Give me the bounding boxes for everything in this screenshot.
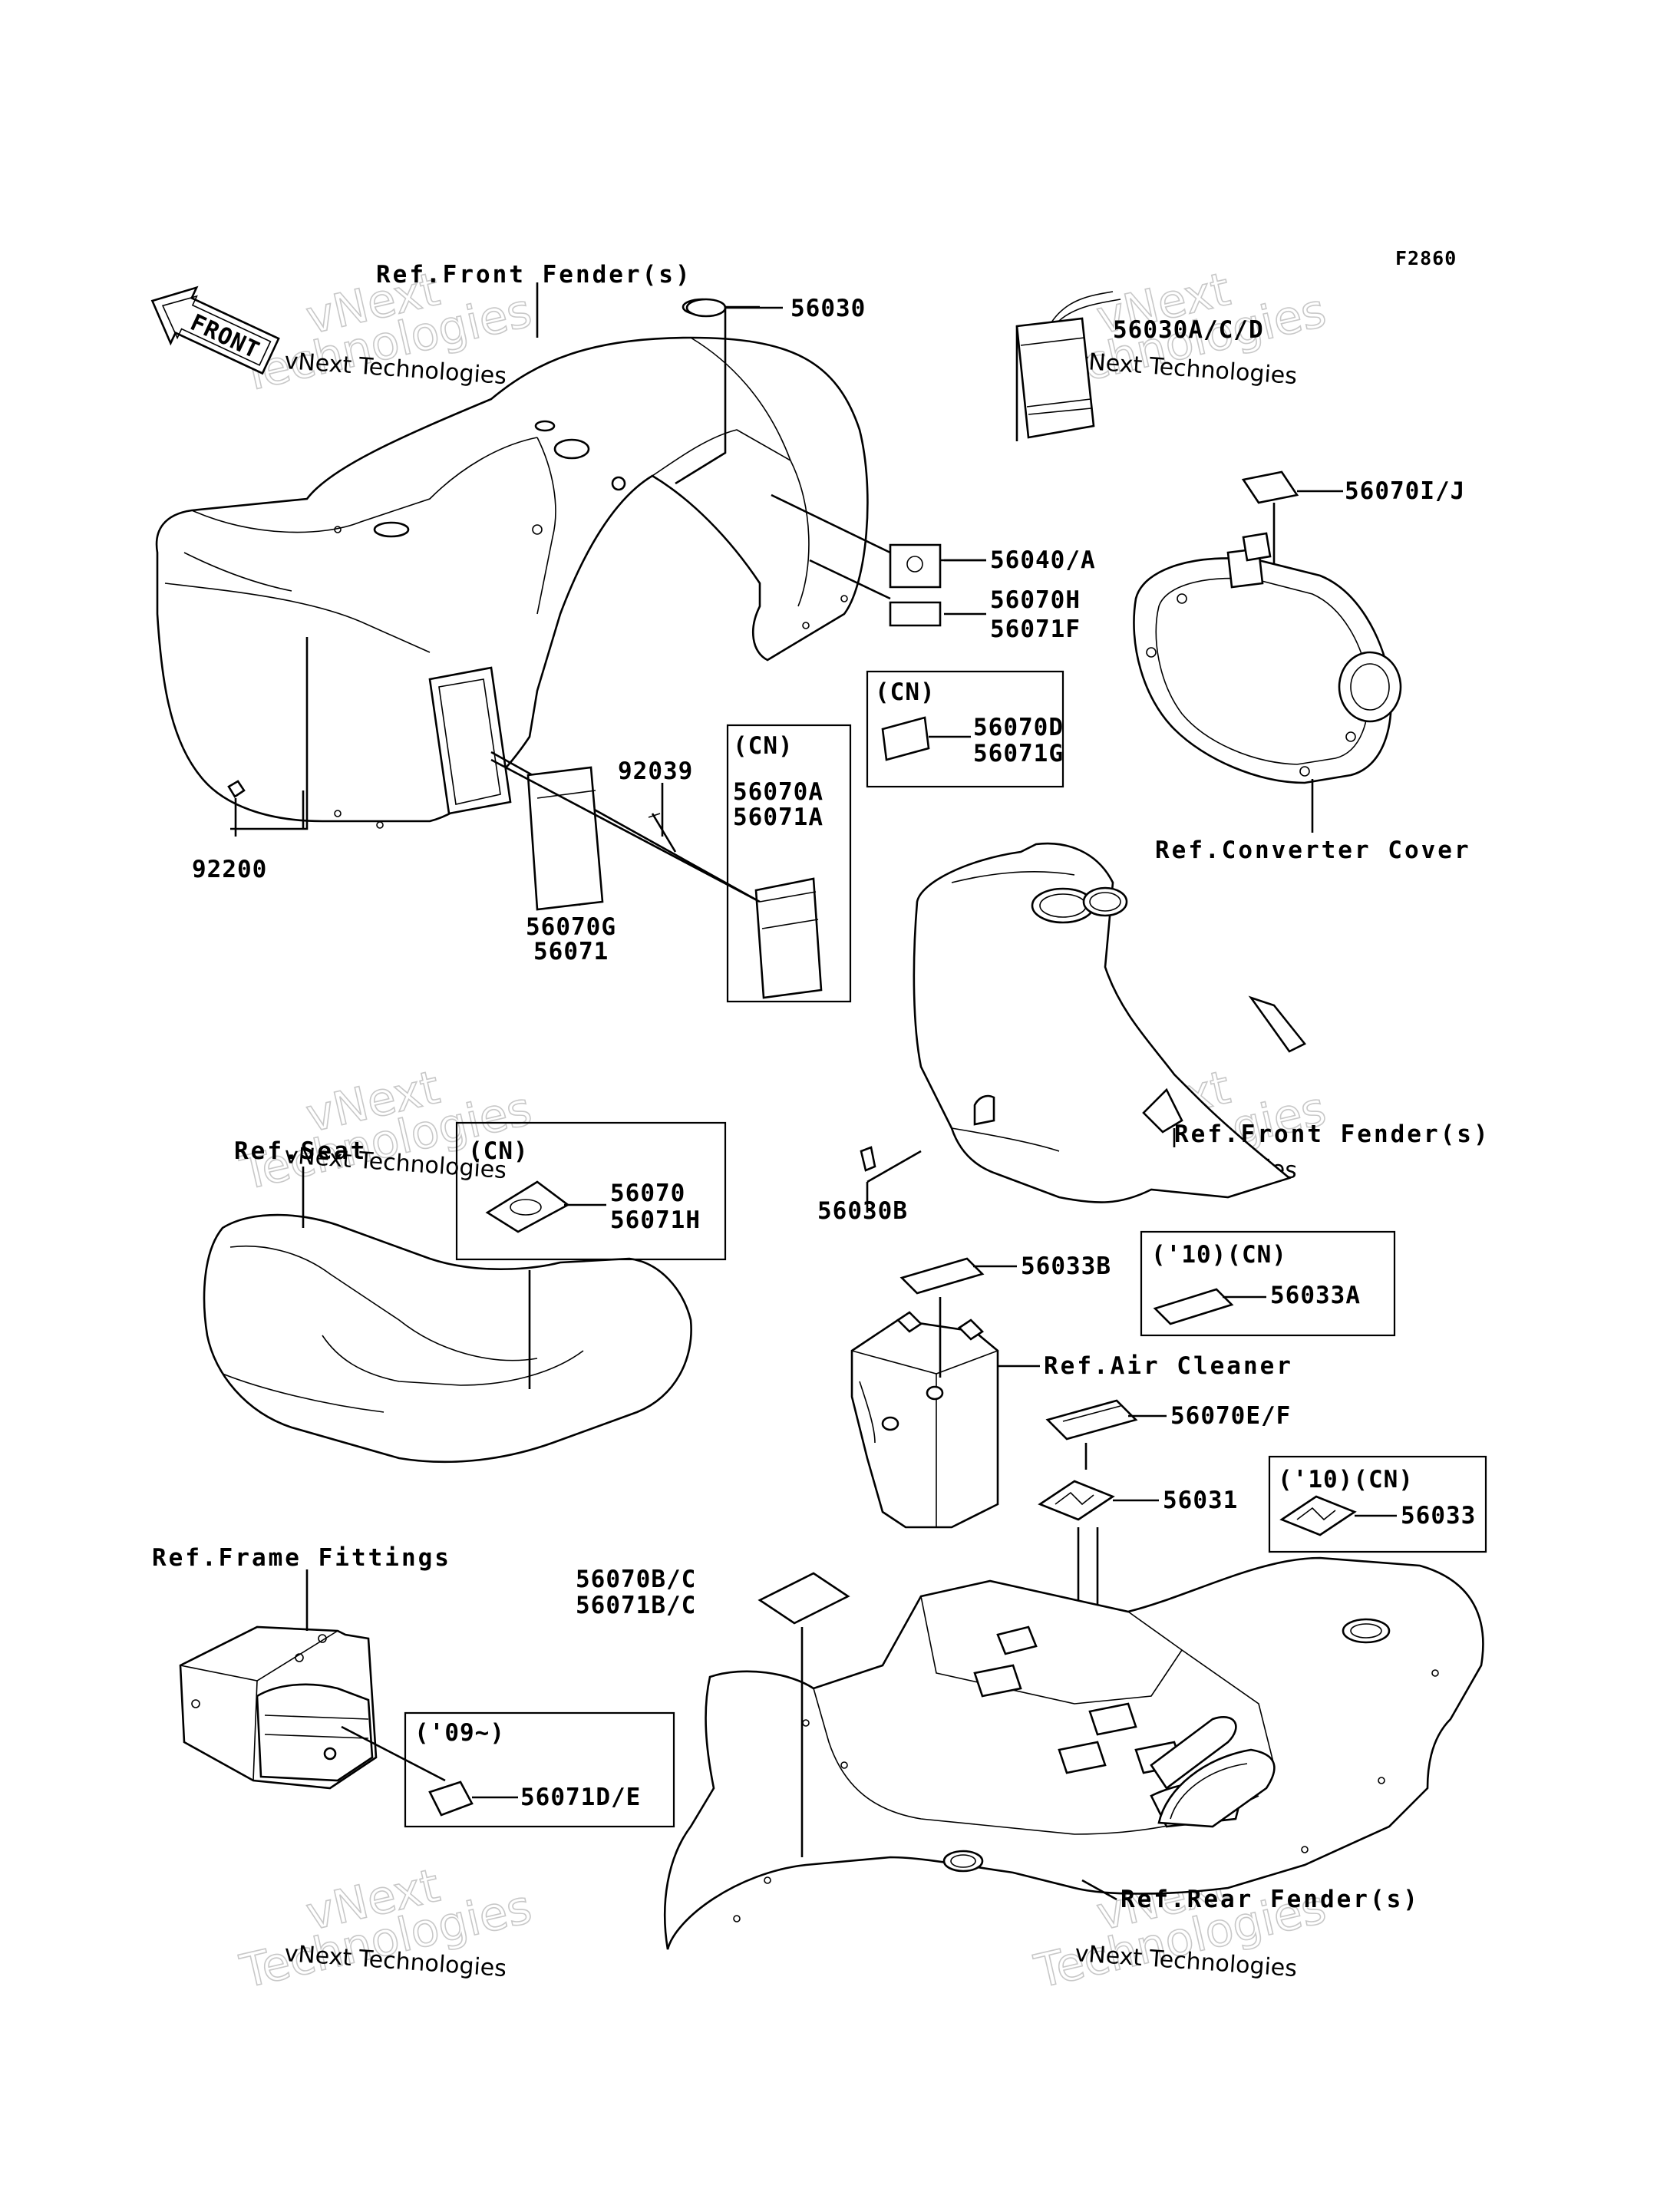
ref-air-cleaner: Ref.Air Cleaner bbox=[1044, 1352, 1293, 1380]
part-56071: 56071 bbox=[533, 938, 609, 965]
part-56070a: 56070A bbox=[733, 778, 823, 806]
ref-converter-cover: Ref.Converter Cover bbox=[1155, 837, 1471, 864]
label-56033b bbox=[899, 1257, 1017, 1295]
air-cleaner bbox=[850, 1311, 999, 1529]
part-56031: 56031 bbox=[1163, 1487, 1238, 1514]
emblem-56030 bbox=[685, 298, 783, 318]
label-56070ij bbox=[1241, 470, 1343, 504]
part-92200: 92200 bbox=[192, 856, 267, 883]
label-56031 bbox=[1038, 1480, 1159, 1521]
part-56070ij: 56070I/J bbox=[1345, 477, 1465, 505]
part-56030: 56030 bbox=[790, 295, 866, 322]
part-56070h: 56070H bbox=[990, 586, 1081, 614]
converter-cover bbox=[1133, 532, 1402, 784]
front-arrow-icon: FRONT bbox=[150, 285, 280, 375]
front-fender-mid bbox=[913, 842, 1307, 1203]
label-56070h bbox=[889, 601, 942, 627]
part-56070g: 56070G bbox=[526, 913, 616, 941]
tag-56030acd bbox=[1015, 291, 1121, 439]
part-56033a: 56033A bbox=[1270, 1282, 1361, 1309]
label-56070bc bbox=[757, 1572, 850, 1625]
group-box-cn-56070 bbox=[455, 1121, 727, 1261]
group-label-cn10: ('10)(CN) bbox=[1151, 1241, 1287, 1269]
group-box-cn10-56033 bbox=[1268, 1455, 1487, 1553]
decal-56070g bbox=[526, 766, 604, 911]
part-56071de: 56071D/E bbox=[520, 1784, 641, 1811]
part-56070: 56070 bbox=[610, 1180, 685, 1207]
group-box-cn-56070a bbox=[726, 724, 852, 1003]
ref-front-fender-top: Ref.Front Fender(s) bbox=[376, 261, 692, 289]
group-label-cn: (CN) bbox=[733, 732, 794, 760]
rear-fender bbox=[664, 1556, 1484, 1950]
clip-92200 bbox=[227, 780, 246, 837]
part-56030b: 56030B bbox=[817, 1197, 908, 1225]
part-56070ef: 56070E/F bbox=[1170, 1402, 1291, 1430]
figure-code: F2860 bbox=[1395, 247, 1457, 269]
seat bbox=[203, 1213, 692, 1464]
ref-frame-fittings: Ref.Frame Fittings bbox=[152, 1544, 451, 1572]
part-56033b: 56033B bbox=[1021, 1252, 1111, 1280]
group-label-y09: ('09~) bbox=[414, 1719, 505, 1747]
part-56071g: 56071G bbox=[973, 740, 1064, 767]
part-56040a: 56040/A bbox=[990, 546, 1096, 574]
front-fender-top bbox=[155, 336, 869, 829]
frame-fittings-box bbox=[179, 1625, 378, 1790]
part-56033: 56033 bbox=[1401, 1502, 1476, 1530]
group-box-cn-56070d bbox=[866, 670, 1064, 788]
label-56070ef bbox=[1045, 1399, 1167, 1441]
group-label-cn: (CN) bbox=[875, 678, 936, 706]
part-56071h: 56071H bbox=[610, 1206, 701, 1234]
part-56071a: 56071A bbox=[733, 804, 823, 831]
ref-rear-fender: Ref.Rear Fender(s) bbox=[1121, 1886, 1420, 1913]
part-92039: 92039 bbox=[618, 757, 693, 785]
group-label-cn10: ('10)(CN) bbox=[1278, 1466, 1414, 1493]
part-56071f: 56071F bbox=[990, 616, 1081, 643]
ref-seat: Ref.Seat bbox=[234, 1137, 367, 1165]
ref-front-fender-mid: Ref.Front Fender(s) bbox=[1174, 1120, 1490, 1148]
group-label-cn: (CN) bbox=[468, 1137, 529, 1165]
part-56030acd: 56030A/C/D bbox=[1113, 316, 1264, 344]
group-box-cn10-56033a bbox=[1140, 1230, 1396, 1337]
strap-92039 bbox=[648, 813, 677, 853]
part-56071bc: 56071B/C bbox=[576, 1592, 696, 1619]
label-56040a bbox=[889, 543, 986, 589]
group-box-y09-56071de bbox=[404, 1711, 675, 1828]
clip-56030b bbox=[860, 1146, 876, 1172]
part-56070d: 56070D bbox=[973, 714, 1064, 741]
part-56070bc: 56070B/C bbox=[576, 1566, 696, 1593]
